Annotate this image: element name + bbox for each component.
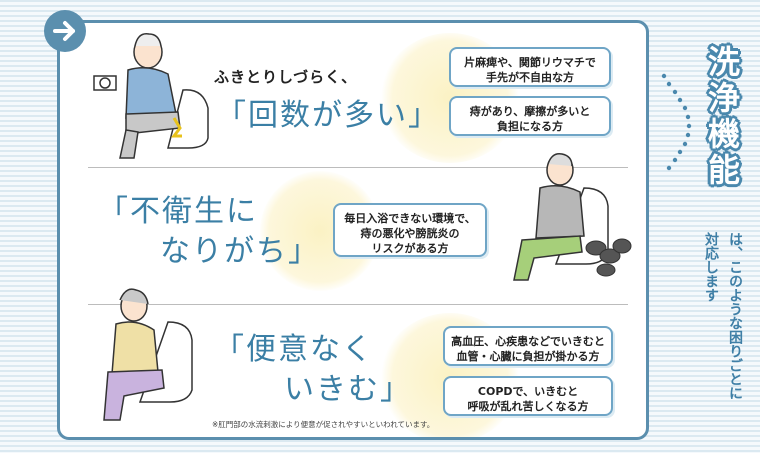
section2-headline-line2: なりがち」 <box>160 234 320 269</box>
section3-headline-line1: 「便意なく <box>214 332 374 367</box>
footnote: ※肛門部の水流刺激により便意が促されやすいといわれています。 <box>212 420 435 429</box>
section1-bubble-1: 片麻痺や、関節リウマチで 手先が不自由な方 <box>449 47 611 87</box>
section2-headline-line1: 「不衛生に <box>98 194 258 229</box>
section1-bubble-2: 痔があり、摩擦が多いと 負担になる方 <box>449 96 611 136</box>
worried-man-toilet-illustration <box>513 152 632 281</box>
dotted-arc <box>661 73 692 171</box>
side-title: 洗浄機能 <box>707 43 740 189</box>
arrow-right-icon <box>44 10 86 52</box>
section3-bubble-1: 高血圧、心疾患などでいきむと 血管・心臓に負担が掛かる方 <box>443 326 613 366</box>
section3-headline-line2: いきむ」 <box>284 372 412 407</box>
elderly-man-toilet-illustration <box>93 33 209 159</box>
elderly-woman-toilet-illustration <box>103 288 193 421</box>
side-subtitle: は、このような困りごとに対応します <box>703 232 743 400</box>
section-divider <box>88 304 628 305</box>
section1-headline: 「回数が多い」 <box>216 98 440 133</box>
section2-bubble: 毎日入浴できない環境で、 痔の悪化や膀胱炎の リスクがある方 <box>333 203 487 257</box>
section1-lead: ふきとりしづらく、 <box>214 68 358 86</box>
section3-bubble-2: COPDで、いきむと 呼吸が乱れ苦しくなる方 <box>443 376 613 416</box>
section-divider <box>88 167 628 168</box>
